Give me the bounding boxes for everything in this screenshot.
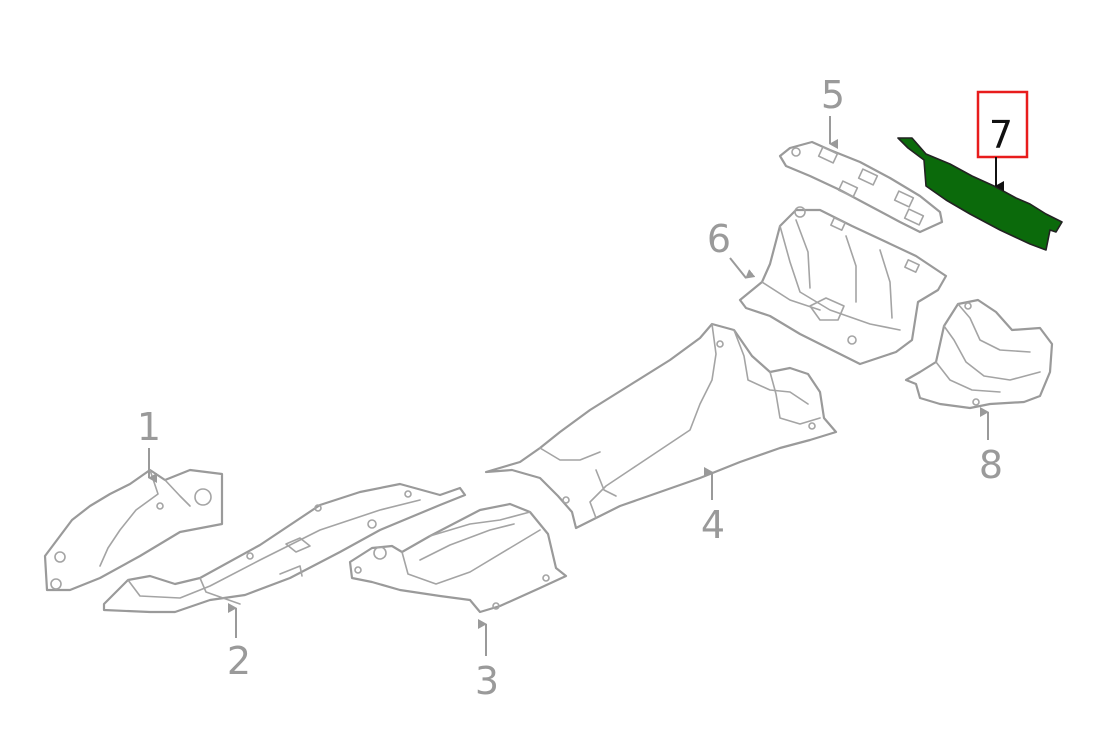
- callout-4: 4: [701, 467, 725, 547]
- callout-5: 5: [821, 73, 845, 149]
- callout-label-7: 7: [989, 113, 1013, 157]
- callout-7: 7: [976, 90, 1029, 191]
- callout-label-2: 2: [227, 639, 251, 683]
- part-6-rear-floor-shield[interactable]: [738, 206, 948, 366]
- callout-1: 1: [137, 405, 161, 483]
- callout-8: 8: [979, 407, 1003, 487]
- callout-6: 6: [707, 217, 756, 279]
- callout-2: 2: [227, 603, 251, 683]
- part-5-upper-bracket[interactable]: [778, 140, 944, 234]
- part-7-highlighted-shield[interactable]: [897, 137, 1063, 251]
- callout-3: 3: [475, 619, 499, 703]
- part-3-floor-shield[interactable]: [348, 502, 568, 614]
- part-1-heat-shield[interactable]: [43, 468, 224, 592]
- callout-label-3: 3: [475, 659, 499, 703]
- callout-label-5: 5: [821, 73, 845, 117]
- callout-label-6: 6: [707, 217, 731, 261]
- callout-label-4: 4: [701, 503, 725, 547]
- callout-7-highlight-box: [976, 90, 1029, 159]
- part-4-main-tunnel-shield[interactable]: [484, 322, 838, 530]
- part-2-tunnel-shield[interactable]: [102, 482, 467, 614]
- callout-label-8: 8: [979, 443, 1003, 487]
- part-8-side-shield[interactable]: [904, 298, 1054, 410]
- callout-label-1: 1: [137, 405, 161, 449]
